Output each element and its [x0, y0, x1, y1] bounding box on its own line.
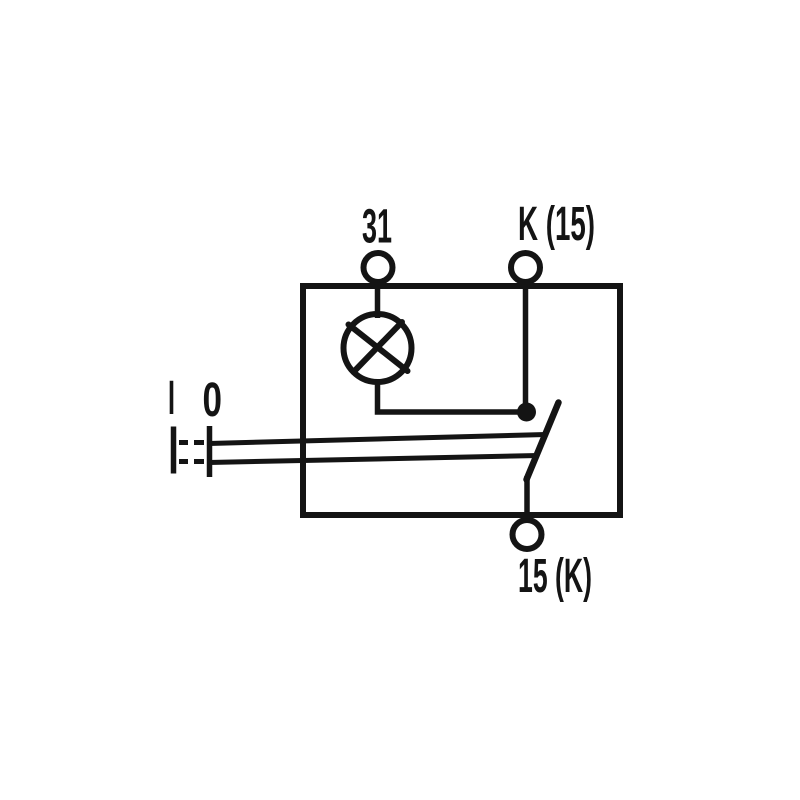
actuator-rod-bottom	[208, 453, 539, 465]
lamp-cross-line	[350, 319, 405, 375]
wire-lamp-to-junction	[374, 380, 523, 415]
terminal-circle-k15	[508, 250, 543, 285]
indicator-lamp-icon	[340, 311, 415, 385]
wires	[374, 283, 530, 519]
actuator-rod-top	[208, 432, 547, 446]
terminal-31-label: 31	[362, 201, 392, 254]
lamp-circle	[340, 311, 415, 385]
actuator-link	[170, 426, 547, 477]
switch-lever	[523, 399, 562, 483]
junction-dot	[517, 402, 536, 422]
position-on-label: I	[168, 372, 175, 425]
terminal-15k-label: 15 (K)	[518, 550, 592, 603]
terminal-circle-15k	[509, 517, 545, 552]
terminal-k15-label: K (15)	[518, 198, 595, 251]
position-off-label: 0	[203, 374, 223, 427]
terminal-circle-31	[360, 250, 396, 285]
switch-body-outline	[300, 283, 623, 518]
